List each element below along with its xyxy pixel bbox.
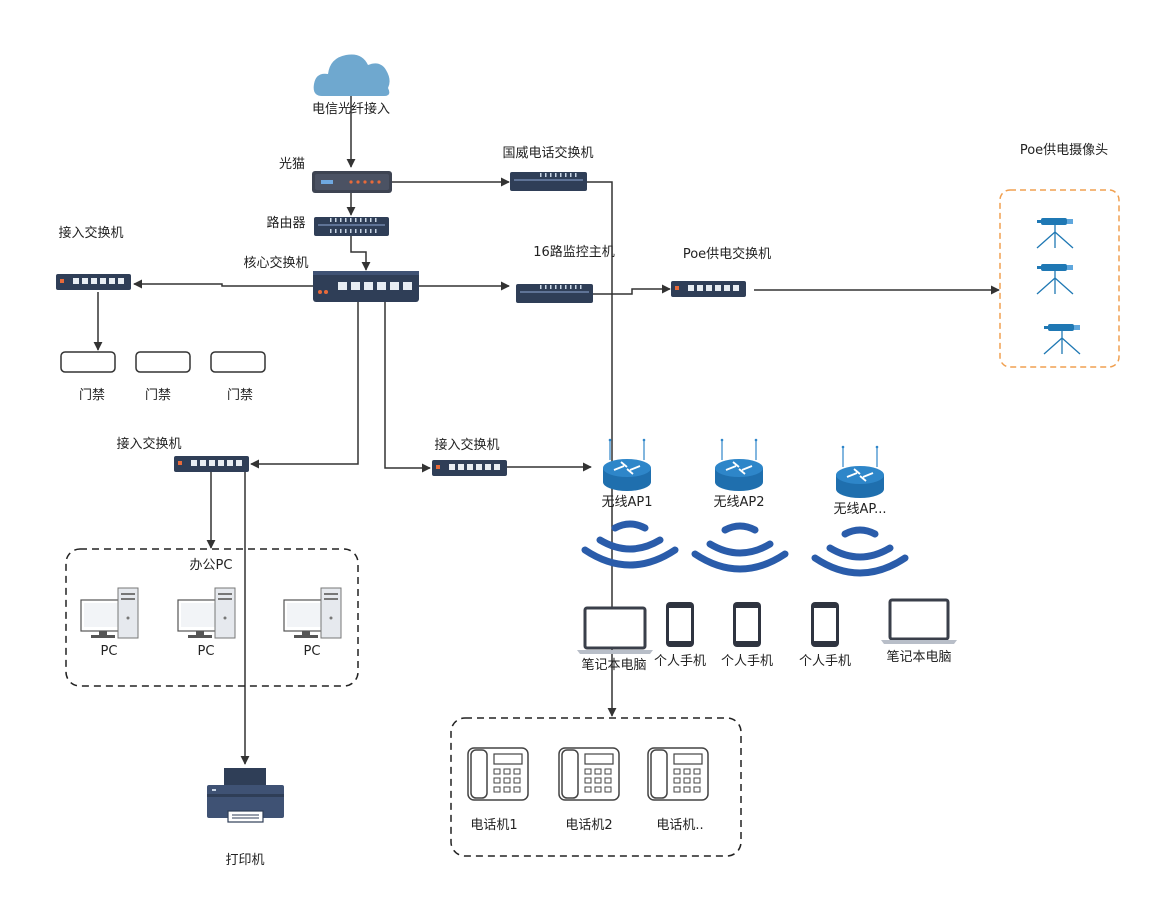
link-core-accessleft [133, 279, 313, 289]
router-label: 路由器 [266, 216, 306, 231]
nvr-icon [516, 284, 593, 303]
tel2-label: 电话机2 [565, 818, 613, 833]
pc3-label: PC [303, 644, 321, 659]
access-switch-office-label: 接入交换机 [116, 437, 182, 452]
poe-switch-label: Poe供电交换机 [682, 247, 772, 262]
link-router-core [350, 236, 371, 271]
wifi-signal-icon-3 [811, 526, 909, 577]
pc-icon-3 [283, 587, 342, 639]
link-core-accessoffice [250, 302, 359, 469]
poe-switch-icon [671, 281, 746, 297]
mobile3-label: 个人手机 [798, 654, 852, 669]
printer-label: 打印机 [225, 853, 265, 868]
door-access-icon-3 [210, 351, 266, 373]
camera-icon-3 [1043, 324, 1081, 355]
mobile-phone-icon-1 [666, 602, 694, 647]
modem-icon [312, 171, 392, 193]
ap3-label: 无线AP... [833, 502, 887, 517]
link-core-accesswifi [384, 302, 431, 473]
modem-label: 光猫 [278, 157, 306, 172]
ap-icon-3 [836, 445, 884, 498]
ap-icon-2 [715, 438, 763, 491]
camera-icon-1 [1036, 218, 1074, 249]
laptop2-label: 笔记本电脑 [886, 650, 952, 665]
poe-cameras-label: Poe供电摄像头 [1019, 143, 1109, 158]
mobile1-label: 个人手机 [653, 654, 707, 669]
door-access-icon-2 [135, 351, 191, 373]
access-switch-wifi-icon [432, 460, 507, 476]
connectors [93, 95, 1000, 765]
pc1-label: PC [100, 644, 118, 659]
mobile2-label: 个人手机 [720, 654, 774, 669]
telephone-icon-2 [558, 747, 620, 801]
camera-icon-2 [1036, 264, 1074, 295]
tel3-label: 电话机.. [656, 818, 704, 833]
core-switch-icon [313, 271, 419, 302]
printer-icon [207, 768, 284, 823]
office-group-label: 办公PC [189, 558, 233, 573]
core-switch-label: 核心交换机 [243, 256, 309, 271]
cloud-icon [313, 54, 390, 96]
laptop-icon-1 [577, 606, 653, 654]
mobile-phone-icon-3 [811, 602, 839, 647]
laptop1-label: 笔记本电脑 [581, 658, 647, 673]
door1-label: 门禁 [78, 388, 106, 403]
wifi-signal-icon-1 [581, 520, 679, 569]
ap2-label: 无线AP2 [713, 495, 765, 510]
ap1-label: 无线AP1 [601, 495, 653, 510]
telephone-icon-3 [647, 747, 709, 801]
laptop-icon-2 [881, 598, 957, 644]
access-switch-wifi-label: 接入交换机 [434, 438, 500, 453]
ap-icon-1 [603, 438, 651, 491]
mobile-phone-icon-2 [733, 602, 761, 647]
cloud-label: 电信光纤接入 [311, 102, 391, 117]
access-switch-left-icon [56, 274, 131, 290]
wifi-signal-icon-2 [691, 522, 789, 573]
link-phoneswitch-phones [587, 181, 617, 717]
door-access-devices [60, 351, 266, 373]
link-nvr-poeswitch [593, 284, 671, 295]
pc2-label: PC [197, 644, 215, 659]
door2-label: 门禁 [144, 388, 172, 403]
pc-icon-1 [80, 587, 139, 639]
office-pc-group-border [65, 548, 359, 687]
door3-label: 门禁 [226, 388, 254, 403]
phone-switch-label: 国威电话交换机 [502, 146, 594, 161]
router-icon [314, 217, 389, 236]
access-switch-left-label: 接入交换机 [58, 226, 124, 241]
tel1-label: 电话机1 [470, 818, 518, 833]
camera-group-border [999, 189, 1120, 368]
access-switch-office-icon [174, 456, 249, 472]
telephone-icon-1 [467, 747, 529, 801]
telephone-group-border [450, 717, 742, 857]
pc-icon-2 [177, 587, 236, 639]
nvr-label: 16路监控主机 [533, 245, 615, 260]
door-access-icon-1 [60, 351, 116, 373]
phone-switch-icon [510, 172, 587, 191]
